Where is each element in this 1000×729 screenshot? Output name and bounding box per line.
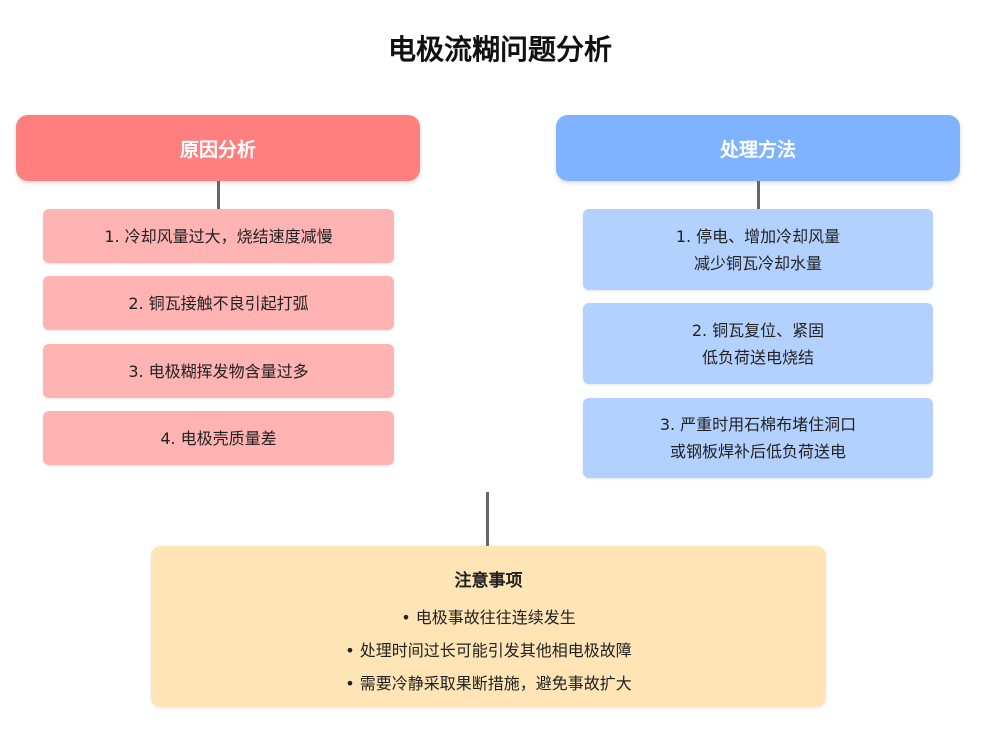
page-title: 电极流糊问题分析 (387, 33, 612, 66)
solution-line: 2. 铜瓦复位、紧固 (691, 320, 825, 340)
connector-line (757, 181, 760, 209)
cause-item: 4. 电极壳质量差 (43, 411, 394, 465)
solution-item: 3. 严重时用石棉布堵住洞口或钢板焊补后低负荷送电 (583, 398, 933, 478)
solution-line: 或钢板焊补后低负荷送电 (669, 442, 846, 461)
notes-title: 注意事项 (454, 571, 523, 591)
note-item: • 处理时间过长可能引发其他相电极故障 (345, 641, 632, 660)
solution-line: 1. 停电、增加冷却风量 (675, 226, 841, 246)
connector-line (217, 181, 220, 209)
solutions-header: 处理方法 (556, 115, 960, 181)
cause-item: 3. 电极糊挥发物含量过多 (43, 344, 394, 398)
notes-box: 注意事项 • 电极事故往往连续发生 • 处理时间过长可能引发其他相电极故障 • … (151, 546, 826, 707)
solution-line: 减少铜瓦冷却水量 (693, 253, 822, 273)
note-item: • 电极事故往往连续发生 (401, 608, 576, 627)
solution-item: 1. 停电、增加冷却风量减少铜瓦冷却水量 (583, 209, 933, 290)
connector-line (486, 492, 489, 546)
cause-item: 1. 冷却风量过大，烧结速度减慢 (43, 209, 394, 263)
solution-line: 3. 严重时用石棉布堵住洞口 (659, 415, 857, 434)
note-item: • 需要冷静采取果断措施，避免事故扩大 (345, 674, 632, 693)
cause-item: 2. 铜瓦接触不良引起打弧 (43, 276, 394, 330)
solution-line: 低负荷送电烧结 (701, 347, 814, 367)
causes-header: 原因分析 (16, 115, 420, 181)
solution-item: 2. 铜瓦复位、紧固低负荷送电烧结 (583, 303, 933, 384)
